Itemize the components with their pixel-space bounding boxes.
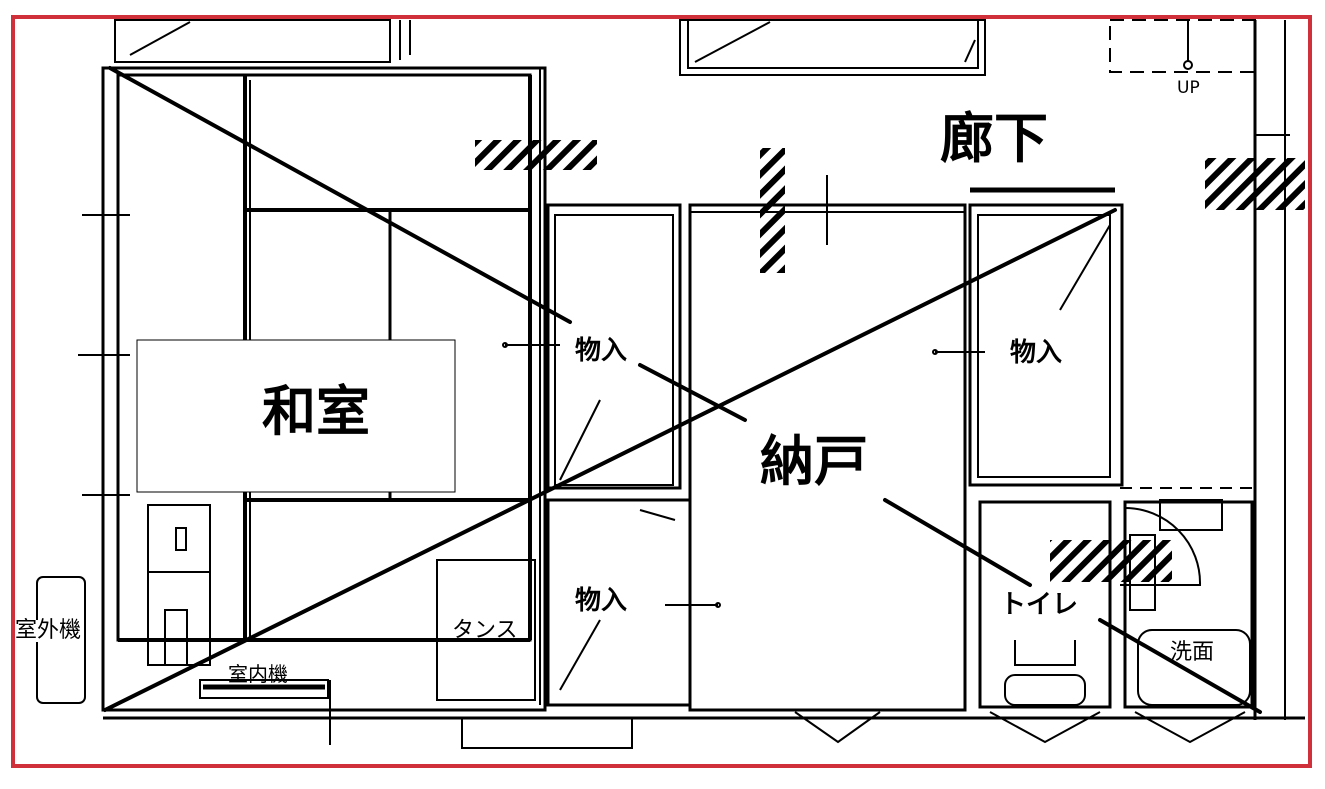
room-label-senmen: 洗面 [1170, 640, 1215, 665]
hatched-wall [760, 148, 785, 273]
stairs [1109, 19, 1256, 73]
storage-label: 物入 [1010, 338, 1063, 368]
hatched-wall [1205, 158, 1305, 210]
hatched-wall [475, 140, 597, 170]
window-top-center [679, 19, 986, 76]
tansu-label: タンス [452, 618, 518, 643]
closet-right [968, 203, 1124, 487]
tansu [436, 559, 536, 701]
closet-upper-left [546, 203, 682, 490]
washroom-wall [1123, 500, 1254, 709]
storage-label: 物入 [575, 336, 628, 366]
indoor-unit [199, 679, 329, 699]
wash-basin [1137, 629, 1251, 706]
outdoor-unit-label: 室外機 [15, 618, 82, 643]
room-label-washitsu: 和室 [262, 380, 370, 443]
toilet-wall [978, 500, 1112, 709]
room-label-toilet: トイレ [1000, 590, 1079, 620]
storage-label: 物入 [575, 586, 628, 616]
indoor-unit-label: 室内機 [228, 662, 288, 686]
room-label-rouka: 廊下 [940, 107, 1048, 170]
bay-window [794, 711, 881, 744]
label-box [136, 339, 456, 493]
diagonal-lines [103, 66, 1262, 714]
toilet-bowl [1004, 674, 1086, 706]
window-top-left [114, 19, 391, 63]
washitsu-wall [101, 66, 547, 712]
highlight-border [11, 15, 1312, 768]
hatched-wall [1050, 540, 1172, 582]
room-label-nando: 納戸 [760, 430, 868, 493]
stairs-up-label: UP [1177, 78, 1200, 98]
